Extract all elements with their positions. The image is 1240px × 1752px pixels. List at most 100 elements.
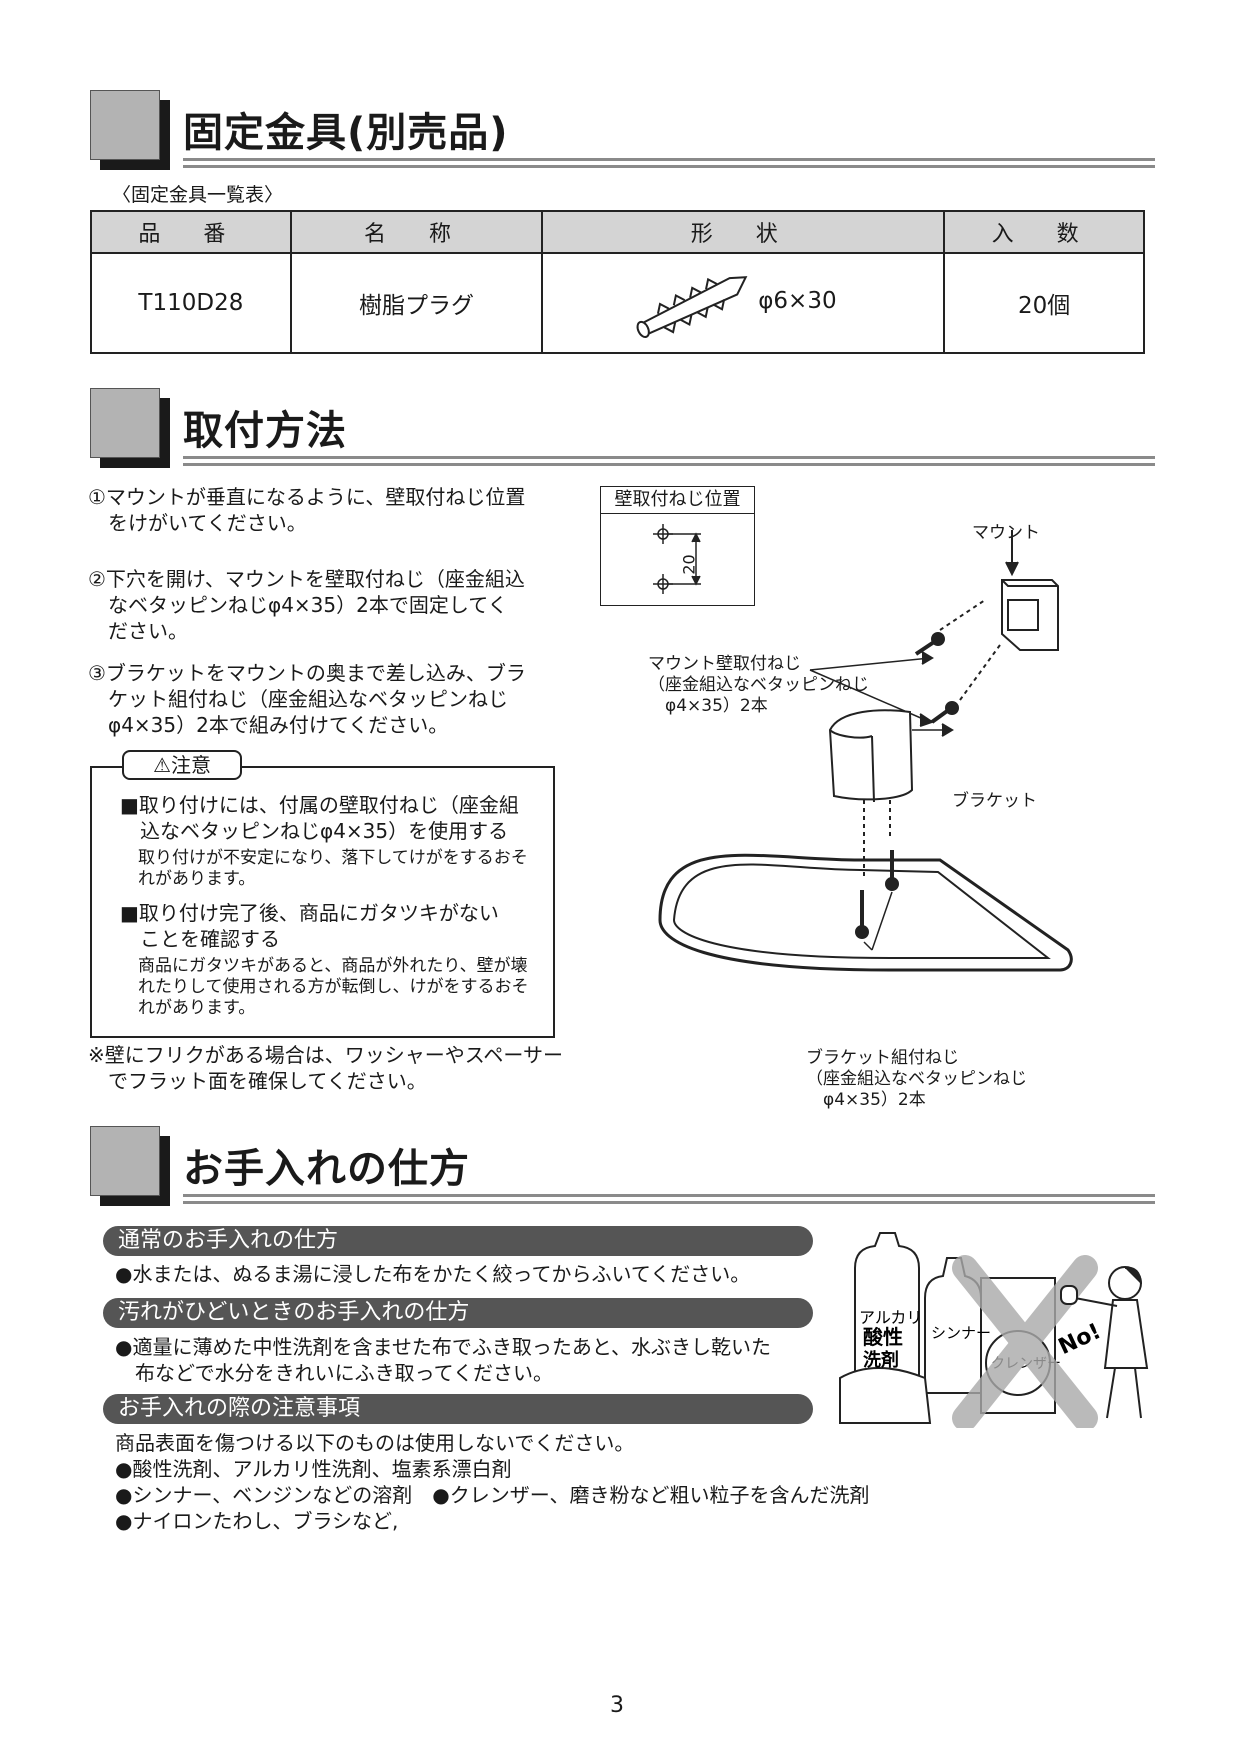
resin-plug-icon: [636, 276, 748, 339]
shape-spec: φ6×30: [758, 288, 837, 314]
caution-head: 込なベタッピンねじφ4×35）を使用する: [120, 819, 509, 843]
caution-tag: ⚠注意: [122, 750, 242, 780]
person-icon: [1060, 1266, 1149, 1419]
label-line: （座金組込なベタッピンねじ: [806, 1069, 1027, 1089]
step-line: ケット組付ねじ（座金組込なベタッピンねじ: [88, 687, 508, 711]
install-step-2: ②下穴を開け、マウントを壁取付ねじ（座金組込 なベタッピンねじφ4×35）2本で…: [88, 566, 525, 644]
header-square: [90, 90, 160, 160]
section-title: お手入れの仕方: [183, 1146, 470, 1192]
bracket-screw-label: ブラケット組付ねじ （座金組込なベタッピンねじ φ4×35）2本: [806, 1048, 1027, 1111]
step-line: φ4×35）2本で組み付けてください。: [88, 713, 449, 737]
screw-position-box: 壁取付ねじ位置 20: [600, 486, 755, 606]
mount-screw-icon: [914, 599, 986, 656]
caution-body-line: 商品にガタツキがあると、商品が外れたり、壁が壊: [138, 956, 528, 976]
bottle1-label-2: 酸性: [863, 1325, 903, 1349]
page-number: 3: [610, 1693, 624, 1718]
caution-body-line: れがあります。: [138, 998, 256, 1018]
warning-icon: ⚠: [153, 753, 171, 777]
care-normal-header: 通常のお手入れの仕方: [103, 1226, 813, 1256]
care-dirty-header: 汚れがひどいときのお手入れの仕方: [103, 1298, 813, 1328]
note-line: ※壁にフリクがある場合は、ワッシャーやスペーサー: [88, 1043, 563, 1067]
care-line: 商品表面を傷つける以下のものは使用しないでください。: [115, 1431, 635, 1455]
list-item: ●ナイロンたわし、ブラシなど,: [115, 1509, 399, 1533]
screw-position-diagram: [653, 524, 701, 594]
step-line: ださい。: [88, 619, 188, 643]
caution-item-1: ■取り付けには、付属の壁取付ねじ（座金組 込なベタッピンねじφ4×35）を使用す…: [120, 792, 528, 890]
mount-label: マウント: [972, 523, 1040, 543]
header-rule: [183, 165, 1155, 168]
caution-body-line: 取り付けが不安定になり、落下してけがをするおそ: [138, 848, 528, 868]
list-item: ●酸性洗剤、アルカリ性洗剤、塩素系漂白剤: [115, 1457, 512, 1481]
label-line: φ4×35）2本: [806, 1090, 926, 1110]
table-row: T110D28 樹脂プラグ φ6×30 20個: [90, 252, 1145, 354]
header-rule: [183, 456, 1155, 459]
bottle1-label-1: アルカリ: [859, 1308, 922, 1327]
bottle2-label: シンナー: [931, 1324, 991, 1342]
caution-head: ■取り付け完了後、商品にガタツキがない: [120, 901, 499, 925]
bracket-icon: [828, 709, 914, 801]
caution-body: 商品にガタツキがあると、商品が外れたり、壁が壊 れたりして使用される方が転倒し、…: [138, 956, 529, 1019]
care-line: 布などで水分をきれいにふき取ってください。: [115, 1361, 553, 1385]
towel-ring-diagram: [658, 530, 1073, 972]
header-quantity: 入 数: [943, 210, 1145, 254]
caution-item-2: ■取り付け完了後、商品にガタツキがない ことを確認する 商品にガタツキがあると、…: [120, 900, 529, 1019]
bracket-screw-icon: [885, 800, 899, 891]
table-caption: 〈固定金具一覧表〉: [112, 184, 284, 206]
cell-quantity: 20個: [943, 252, 1145, 354]
bracket-label: ブラケット: [952, 791, 1037, 811]
caution-body: 取り付けが不安定になり、落下してけがをするおそ れがあります。: [138, 848, 528, 890]
note: ※壁にフリクがある場合は、ワッシャーやスペーサー でフラット面を確保してください…: [88, 1042, 563, 1094]
step-line: ③ブラケットをマウントの奥まで差し込み、ブラ: [88, 661, 526, 685]
section-header-care: お手入れの仕方: [90, 1126, 1155, 1216]
header-shape: 形 状: [541, 210, 946, 254]
label-line: マウント壁取付ねじ: [648, 654, 801, 674]
caution-body-line: れがあります。: [138, 869, 256, 889]
install-step-1: ①マウントが垂直になるように、壁取付ねじ位置 をけがいてください。: [88, 484, 525, 536]
section-title: 取付方法: [183, 408, 347, 454]
header-name: 名 称: [289, 210, 544, 254]
caution-head: ことを確認する: [120, 927, 280, 951]
header-rule: [183, 463, 1155, 466]
bag-icon: [839, 1367, 932, 1424]
list-item: ●シンナー、ベンジンなどの溶剤 ●クレンザー、磨き粉など粗い粒子を含んだ洗剤: [115, 1483, 870, 1507]
header-rule: [183, 1194, 1155, 1197]
care-line: ●適量に薄めた中性洗剤を含ませた布でふき取ったあと、水ぶきし乾いた: [115, 1335, 772, 1359]
note-line: でフラット面を確保してください。: [88, 1069, 427, 1093]
mount-icon: [1001, 579, 1059, 651]
bottle1-label-3: 洗剤: [863, 1349, 899, 1371]
towel-ring-icon: [658, 853, 1073, 972]
caution-body-line: れたりして使用される方が転倒し、けがをするおそ: [138, 977, 529, 997]
step-line: ①マウントが垂直になるように、壁取付ねじ位置: [88, 485, 526, 509]
caution-tag-label: 注意: [170, 753, 211, 777]
table-header-row: 品 番 名 称 形 状 入 数: [90, 210, 1145, 254]
header-square: [90, 1126, 160, 1196]
step-line: なベタッピンねじφ4×35）2本で固定してく: [88, 593, 508, 617]
section-header-install: 取付方法: [90, 388, 1155, 478]
mount-screw-icon: [930, 644, 1001, 724]
care-normal-text: ●水または、ぬるま湯に浸した布をかたく絞ってからふいてください。: [115, 1262, 751, 1286]
step-line: ②下穴を開け、マウントを壁取付ねじ（座金組込: [88, 567, 525, 591]
cell-name: 樹脂プラグ: [289, 252, 544, 354]
cell-part-no: T110D28: [90, 252, 292, 354]
prohibited-cleaners-illustration: アルカリ 酸性 洗剤 シンナー クレンザー No!: [839, 1232, 1149, 1428]
caution-head: ■取り付けには、付属の壁取付ねじ（座金組: [120, 793, 519, 817]
step-line: をけがいてください。: [88, 511, 307, 535]
care-caution-list: 商品表面を傷つける以下のものは使用しないでください。 ●酸性洗剤、アルカリ性洗剤…: [115, 1430, 870, 1534]
parts-table: 品 番 名 称 形 状 入 数 T110D28 樹脂プラグ φ6×30 20個: [90, 210, 1145, 354]
screw-position-title: 壁取付ねじ位置: [601, 487, 754, 514]
label-line: ブラケット組付ねじ: [806, 1048, 959, 1068]
header-part-no: 品 番: [90, 210, 292, 254]
cell-shape: φ6×30: [541, 252, 946, 354]
section-header-fixing: 固定金具(別売品): [90, 90, 1155, 180]
label-line: φ4×35）2本: [648, 696, 768, 716]
header-rule: [183, 1201, 1155, 1204]
header-square: [90, 388, 160, 458]
header-rule: [183, 158, 1155, 161]
label-line: （座金組込なベタッピンねじ: [648, 675, 869, 695]
bracket-screw-icon: [855, 800, 869, 939]
install-step-3: ③ブラケットをマウントの奥まで差し込み、ブラ ケット組付ねじ（座金組込なベタッピ…: [88, 660, 526, 738]
section-title: 固定金具(別売品): [183, 110, 509, 156]
mount-screw-label: マウント壁取付ねじ （座金組込なベタッピンねじ φ4×35）2本: [648, 654, 869, 717]
care-dirty-text: ●適量に薄めた中性洗剤を含ませた布でふき取ったあと、水ぶきし乾いた 布などで水分…: [115, 1334, 771, 1386]
no-sign-text: No!: [1055, 1319, 1105, 1360]
